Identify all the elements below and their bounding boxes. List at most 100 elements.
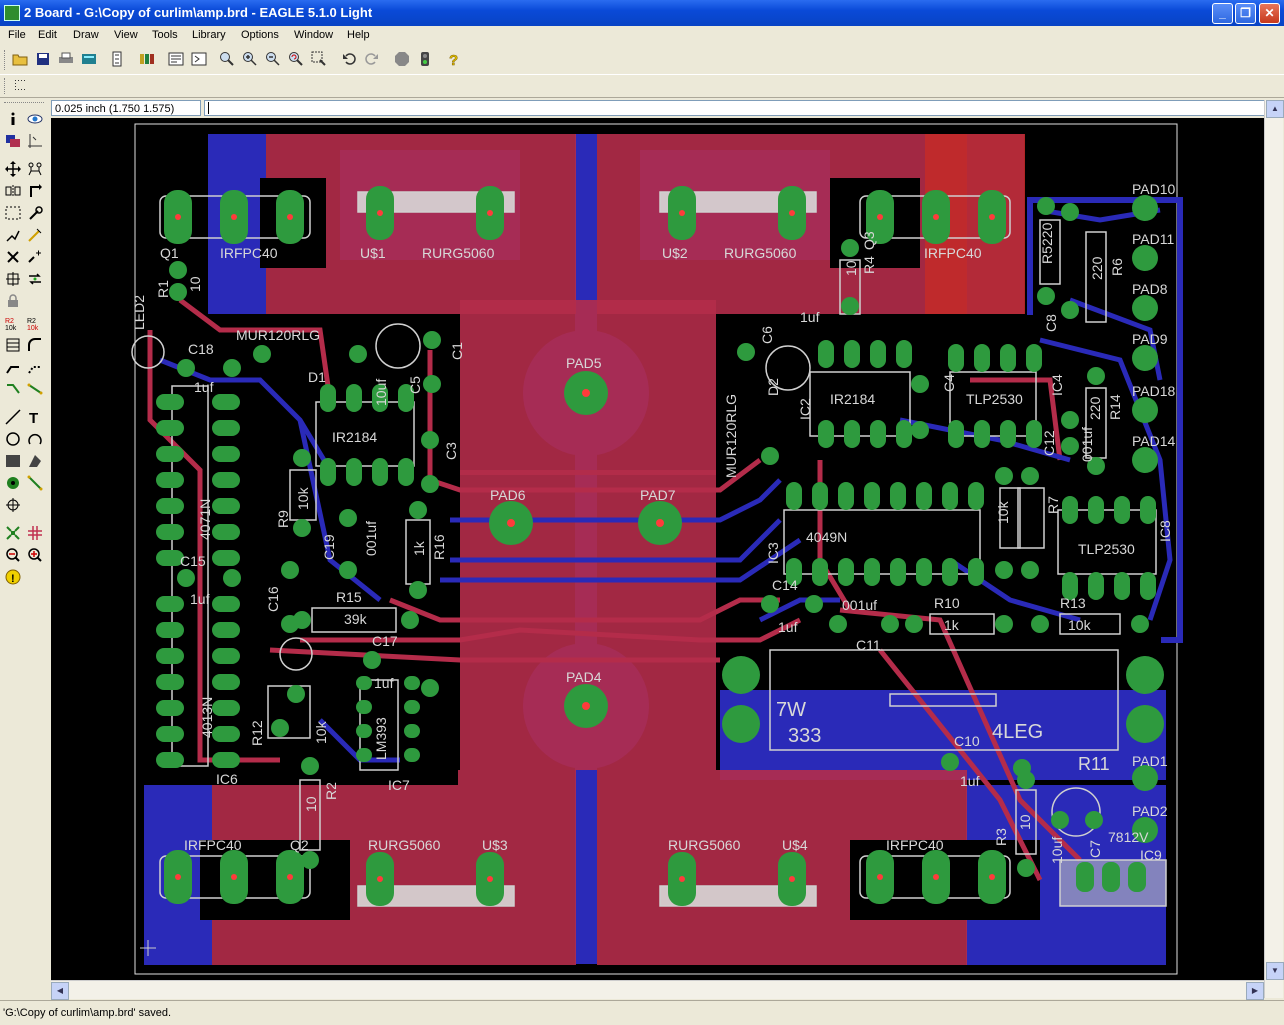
mirror-icon[interactable]	[4, 182, 22, 200]
script-icon[interactable]	[167, 50, 185, 68]
zoom-fit-icon[interactable]	[218, 50, 236, 68]
pcb-layout: Q1 IRFPC40 U$1 RURG5060 U$2 RURG5060 IRF…	[131, 123, 1183, 975]
label-pad10: PAD10	[1132, 181, 1176, 197]
cam-icon[interactable]	[80, 50, 98, 68]
miter-icon[interactable]	[4, 336, 22, 354]
swap-icon[interactable]	[26, 270, 44, 288]
scroll-up-icon[interactable]: ▲	[1266, 100, 1284, 118]
label-ic-4013: 4013N	[199, 697, 215, 738]
lock-icon[interactable]	[4, 292, 22, 310]
command-line-input[interactable]	[204, 100, 1268, 116]
via-icon[interactable]	[4, 474, 22, 492]
save-icon[interactable]	[34, 50, 52, 68]
menu-library[interactable]: Library	[192, 29, 226, 41]
redo-icon[interactable]	[363, 50, 381, 68]
open-icon[interactable]	[11, 50, 29, 68]
display-layers-icon[interactable]	[4, 132, 22, 150]
zoom-in-icon[interactable]	[241, 50, 259, 68]
grid-icon[interactable]	[12, 77, 30, 95]
errors-icon[interactable]	[26, 524, 44, 542]
board-schematic-icon[interactable]	[108, 50, 126, 68]
label-c16: C16	[265, 586, 281, 612]
mark-icon[interactable]	[26, 132, 44, 150]
label-d1: D1	[308, 369, 326, 385]
stop-icon[interactable]	[393, 50, 411, 68]
scroll-left-icon[interactable]: ◀	[51, 982, 69, 1000]
label-r5-value: 220	[1039, 222, 1055, 246]
library-icon[interactable]	[138, 50, 156, 68]
label-r15-value: 39k	[344, 611, 368, 627]
drc-icon[interactable]	[4, 524, 22, 542]
svg-text:T: T	[29, 410, 38, 425]
go-icon[interactable]	[416, 50, 434, 68]
optimize-icon[interactable]	[26, 226, 44, 244]
delete-icon[interactable]	[4, 248, 22, 266]
label-r3-value: 10	[1017, 814, 1033, 830]
zoom-out-icon[interactable]	[264, 50, 282, 68]
split-icon[interactable]	[4, 226, 22, 244]
close-button[interactable]: ✕	[1259, 3, 1280, 24]
scroll-right-icon[interactable]: ▶	[1246, 982, 1264, 1000]
group-icon[interactable]	[4, 204, 22, 222]
bend-icon[interactable]	[26, 336, 44, 354]
ratsnest-icon[interactable]	[26, 380, 44, 398]
label-r5: R5	[1039, 246, 1055, 264]
stop-command-icon[interactable]: !	[4, 568, 22, 586]
menu-tools[interactable]: Tools	[152, 29, 178, 41]
label-r9-value: 10k	[295, 486, 311, 510]
menu-help[interactable]: Help	[347, 29, 370, 41]
info-icon[interactable]	[4, 110, 22, 128]
help-icon[interactable]: ?	[445, 50, 463, 68]
wire-icon[interactable]	[4, 408, 22, 426]
main-toolbar: ?	[0, 47, 1284, 75]
scroll-down-icon[interactable]: ▼	[1266, 962, 1284, 980]
label-r12-value: 10k	[313, 720, 329, 744]
show-icon[interactable]	[26, 110, 44, 128]
move-icon[interactable]	[4, 160, 22, 178]
change-icon[interactable]	[26, 204, 44, 222]
run-ulp-icon[interactable]	[190, 50, 208, 68]
menu-file[interactable]: File	[8, 29, 26, 41]
maximize-button[interactable]: ❐	[1235, 3, 1256, 24]
circle-icon[interactable]	[4, 430, 22, 448]
print-icon[interactable]	[57, 50, 75, 68]
svg-text:10k: 10k	[5, 325, 17, 330]
rotate-icon[interactable]	[26, 182, 44, 200]
label-irfpc40-bl: IRFPC40	[184, 837, 242, 853]
ripup-icon[interactable]	[26, 358, 44, 376]
vertical-scrollbar[interactable]: ▲ ▼	[1264, 100, 1284, 998]
zoom-redraw-icon[interactable]	[287, 50, 305, 68]
copy-icon[interactable]	[26, 160, 44, 178]
drc-zoom-icon[interactable]	[4, 546, 22, 564]
label-r2: R2	[323, 782, 339, 800]
replace-icon[interactable]	[4, 270, 22, 288]
svg-text:10k: 10k	[27, 325, 39, 330]
signal-icon[interactable]	[26, 474, 44, 492]
label-pad2: PAD2	[1132, 803, 1168, 819]
label-ic6: IC6	[216, 771, 238, 787]
zoom-select-icon[interactable]	[310, 50, 328, 68]
route-icon[interactable]	[4, 358, 22, 376]
polygon-icon[interactable]	[26, 452, 44, 470]
add-icon[interactable]	[26, 248, 44, 266]
menu-window[interactable]: Window	[294, 29, 334, 41]
text-icon[interactable]: T	[26, 408, 44, 426]
rect-icon[interactable]	[4, 452, 22, 470]
undo-icon[interactable]	[340, 50, 358, 68]
label-r16-value: 1k	[411, 540, 427, 556]
erc-zoom-icon[interactable]	[26, 546, 44, 564]
minimize-button[interactable]: _	[1212, 3, 1233, 24]
arc-icon[interactable]	[26, 430, 44, 448]
autoroute-icon[interactable]	[4, 380, 22, 398]
menu-draw[interactable]: Draw	[73, 29, 99, 41]
label-c12-value: 001uf	[1079, 427, 1095, 462]
menu-view[interactable]: View	[114, 29, 138, 41]
horizontal-scrollbar[interactable]: ◀ ▶	[51, 980, 1264, 1000]
board-canvas[interactable]: Q1 IRFPC40 U$1 RURG5060 U$2 RURG5060 IRF…	[51, 118, 1264, 998]
label-pad7: PAD7	[640, 487, 676, 503]
hole-icon[interactable]	[4, 496, 22, 514]
menu-options[interactable]: Options	[241, 29, 279, 41]
menu-edit[interactable]: Edit	[38, 29, 57, 41]
